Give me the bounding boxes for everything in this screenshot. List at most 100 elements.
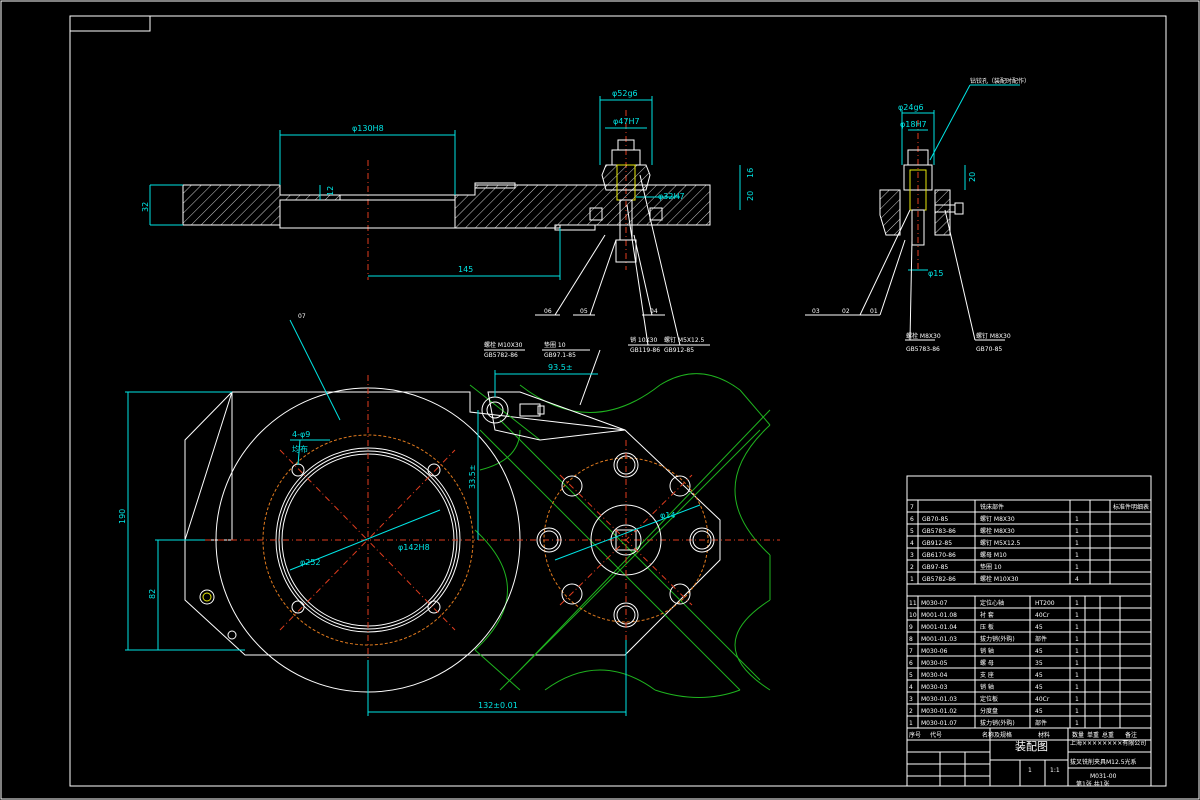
part-row-qty: 1 [1075, 696, 1079, 703]
dim-d14: φ14 [660, 511, 675, 520]
label-bolt-m10: 螺栓 M10X30 [484, 341, 523, 349]
quantity: 1 [1028, 767, 1032, 774]
std-row-qty: 1 [1075, 564, 1079, 571]
header-remark: 备注 [1125, 731, 1137, 739]
std-row-qty: 1 [1075, 528, 1079, 535]
callout-04: 04 [650, 308, 658, 315]
header-material: 材料 [1038, 731, 1050, 739]
part-row-qty: 1 [1075, 648, 1079, 655]
part-row-name: 销 轴 [980, 647, 994, 655]
part-row-num: 9 [909, 624, 913, 631]
std-row-num: 1 [910, 576, 914, 583]
part-row-qty: 1 [1075, 684, 1079, 691]
dim-h82: 82 [148, 589, 157, 599]
part-row-num: 3 [909, 696, 913, 703]
dim-d18: φ18H7 [900, 120, 927, 129]
header-total-weight: 总重 [1102, 731, 1114, 739]
inner-border [69, 15, 1167, 787]
plate-section-right [454, 184, 711, 229]
part-row-num: 11 [909, 600, 917, 607]
dim-d130: φ130H8 [352, 124, 384, 133]
part-row-name: 定位心轴 [980, 599, 1004, 607]
std-row-num: 2 [910, 564, 914, 571]
title-area: 装配图 上海××××××××有限公司 拔叉铣削夹具M12.5光系 M031-00… [907, 728, 1151, 788]
part-row-material: 部件 [1035, 635, 1047, 643]
sheet-number: 第1张 共1张 [1076, 780, 1110, 788]
part-row-code: M030-07 [921, 600, 948, 607]
part-row-name: 拔力销(外购) [980, 635, 1015, 643]
pin-top-label: 钻铰孔（装配时配作） [970, 77, 1030, 85]
label-washer-std: GB97.1-85 [544, 352, 576, 359]
section-part-labels: 螺栓 M10X30 GB5782-86 垫圈 10 GB97.1-85 销 10… [484, 336, 705, 359]
dim-h16: 16 [746, 168, 755, 178]
part-row-name: 拔力销(外购) [980, 719, 1015, 727]
std-row-num: 6 [910, 516, 914, 523]
main-parts-table: 11 M030-07 定位心轴 HT200 1 10 M001-01.08 衬 … [907, 595, 1151, 729]
plate-section-left [182, 184, 341, 226]
dim-h20-pin: 20 [968, 172, 977, 182]
header-unit-weight: 单重 [1087, 731, 1099, 739]
label-bolt-m8-std: GB5783-86 [906, 346, 940, 353]
dim-d32: φ32H7 [658, 192, 685, 201]
header-code: 代号 [930, 731, 942, 739]
part-row-qty: 1 [1075, 672, 1079, 679]
company-name: 上海××××××××有限公司 [1070, 739, 1146, 747]
std-row-code: GB6170-86 [922, 552, 956, 559]
part-row-material: 40Cr [1035, 696, 1050, 703]
label-screw-m5-std: GB912-85 [664, 347, 694, 354]
dim-h20: 20 [746, 191, 755, 201]
dim-w93: 93.5± [548, 363, 573, 372]
part-row-material: 40Cr [1035, 612, 1050, 619]
part-row-num: 8 [909, 636, 913, 643]
label-washer: 垫圈 10 [544, 341, 566, 349]
std-row-name: 螺钉 M5X12.5 [980, 539, 1021, 547]
std-row-code: GB97-85 [922, 564, 948, 571]
part-row-code: M001-01.04 [921, 624, 957, 631]
std-row-name: 垫圈 10 [980, 563, 1002, 571]
part-row-code: M030-03 [921, 684, 948, 691]
std-row-qty: 1 [1075, 552, 1079, 559]
dim-d47: φ47H7 [613, 117, 640, 126]
part-row-material: 45 [1035, 684, 1043, 691]
dim-h12: 12 [326, 186, 335, 196]
pin-detail-view: φ24g6 φ18H7 20 φ15 钻铰孔（装配时配作） 03 02 01 螺… [805, 77, 1030, 353]
std-row-num: 3 [910, 552, 914, 559]
callout-02: 02 [842, 308, 850, 315]
part-row-material: 部件 [1035, 719, 1047, 727]
parts-header-row: 序号 代号 名称及规格 材料 数量 单重 总重 备注 [907, 731, 1151, 741]
part-row-name: 压 板 [980, 623, 994, 631]
label-bolt-m10-std: GB5782-86 [484, 352, 518, 359]
hole-4 [427, 600, 441, 614]
header-num: 序号 [909, 731, 921, 739]
part-row-qty: 1 [1075, 600, 1079, 607]
hole-1 [291, 463, 305, 477]
dim-d142: φ142H8 [398, 543, 430, 552]
corner-box [69, 15, 151, 32]
part-row-code: M030-06 [921, 648, 948, 655]
hole-3 [291, 600, 305, 614]
part-row-code: M030-01.02 [921, 708, 957, 715]
label-pin-std: GB119-86 [630, 347, 660, 354]
std-row-num: 4 [910, 540, 914, 547]
std-row-num: 7 [910, 504, 914, 511]
std-row-qty: 1 [1075, 540, 1079, 547]
part-row-qty: 1 [1075, 624, 1079, 631]
std-row-code: GB5782-86 [922, 576, 956, 583]
dim-holes-note: 均布 [292, 444, 308, 454]
part-row-code: M001-01.03 [921, 636, 957, 643]
part-row-name: 衬 套 [980, 611, 994, 619]
dim-d52: φ52g6 [612, 89, 638, 98]
dim-h33: 33.5± [468, 464, 477, 489]
section-view: φ130H8 32 12 145 φ52g6 φ47H7 16 20 φ32H7… [141, 89, 755, 406]
part-row-material: 45 [1035, 648, 1043, 655]
scale: 1:1 [1050, 767, 1060, 774]
label-screw-m8-std: GB70-85 [976, 346, 1002, 353]
part-row-name: 支 座 [980, 671, 994, 679]
callout-07: 07 [298, 313, 306, 320]
part-row-qty: 1 [1075, 720, 1079, 727]
part-row-material: 35 [1035, 660, 1043, 667]
std-row-code: GB912-85 [922, 540, 952, 547]
